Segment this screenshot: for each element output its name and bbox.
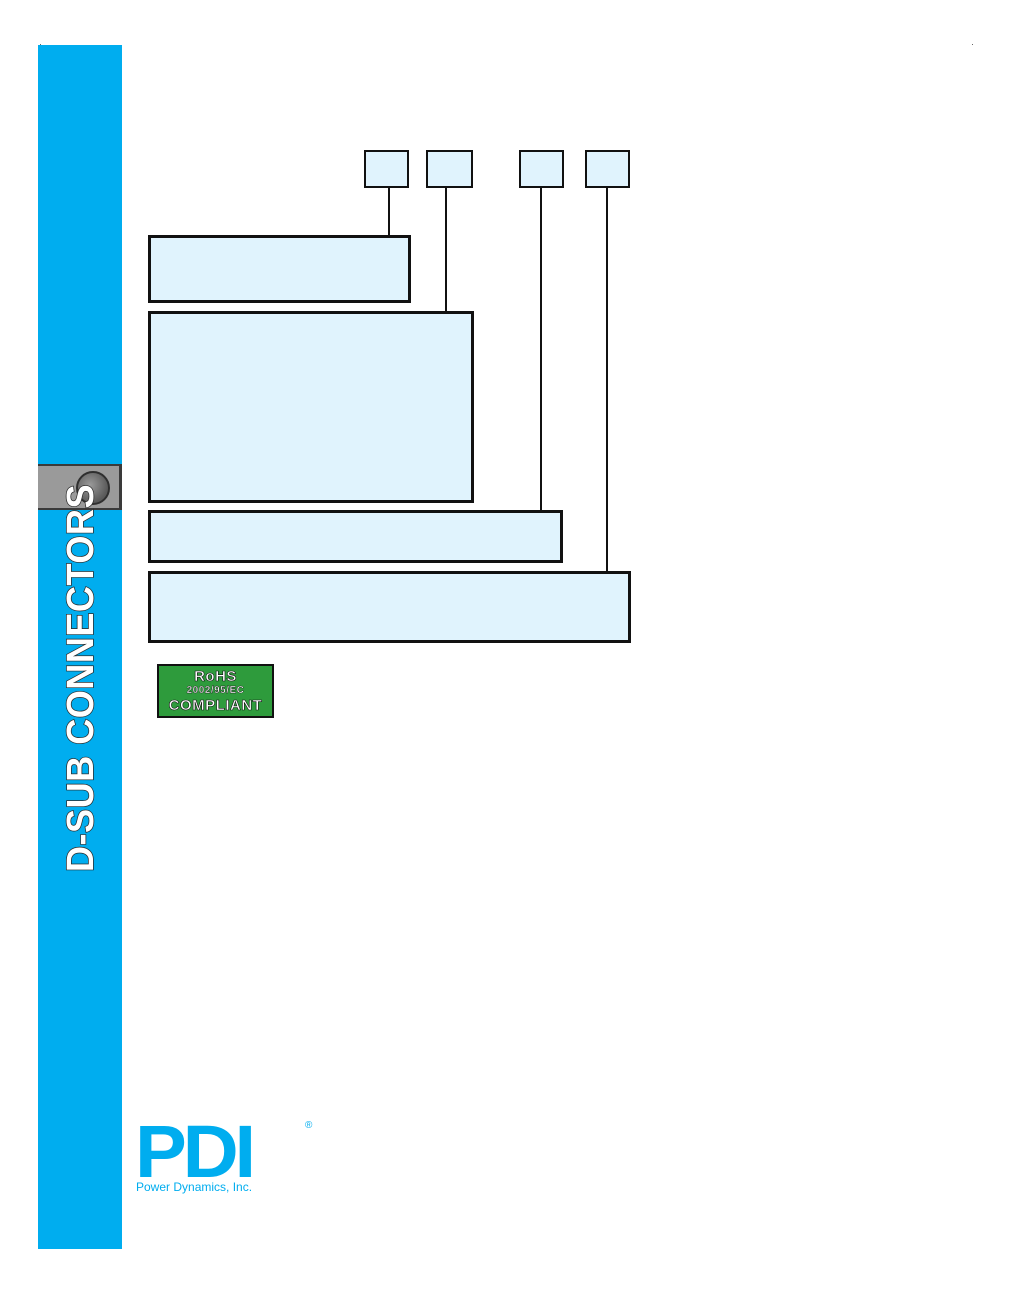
connector-line-2 bbox=[445, 188, 447, 313]
part-code-box-3 bbox=[519, 150, 564, 188]
crop-mark bbox=[972, 44, 973, 45]
logo-mark: PDI bbox=[135, 1110, 256, 1193]
description-box-2 bbox=[148, 311, 474, 503]
rohs-badge: RoHS 2002/95/EC COMPLIANT bbox=[157, 664, 274, 718]
rohs-status: COMPLIANT bbox=[168, 697, 263, 714]
sidebar-title: D-SUB CONNECTORS bbox=[59, 483, 102, 872]
crop-mark bbox=[40, 44, 41, 45]
section-tab bbox=[38, 464, 122, 510]
rohs-label: RoHS bbox=[194, 668, 237, 685]
connector-line-3 bbox=[540, 188, 542, 512]
description-box-1 bbox=[148, 235, 411, 303]
sidebar-band bbox=[38, 45, 122, 1249]
company-name: Power Dynamics, Inc. bbox=[136, 1180, 253, 1194]
part-code-box-2 bbox=[426, 150, 473, 188]
company-logo: PDI ® Power Dynamics, Inc. bbox=[135, 1115, 315, 1200]
rohs-directive: 2002/95/EC bbox=[186, 685, 245, 696]
description-box-3 bbox=[148, 510, 563, 563]
description-box-4 bbox=[148, 571, 631, 643]
part-code-box-4 bbox=[585, 150, 630, 188]
registered-mark: ® bbox=[305, 1120, 313, 1131]
connector-line-4 bbox=[606, 188, 608, 573]
tab-circle-icon bbox=[76, 471, 110, 505]
part-code-box-1 bbox=[364, 150, 409, 188]
connector-line-1 bbox=[388, 188, 390, 237]
